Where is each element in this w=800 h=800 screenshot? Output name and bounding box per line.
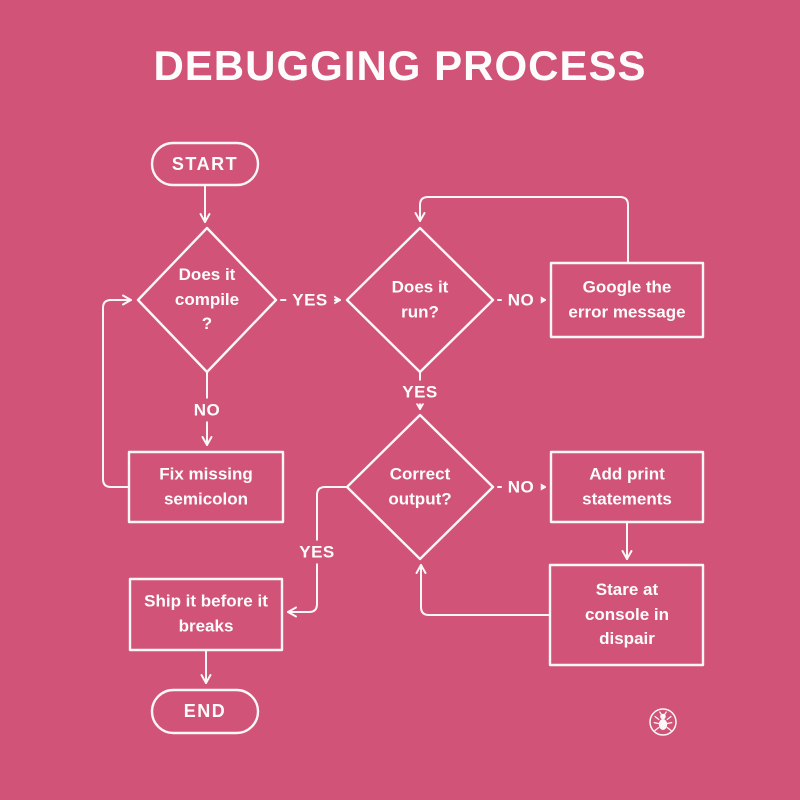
edge-label-compile-yes: YES: [286, 288, 334, 312]
edge-fix-loop-to-compile: [102, 294, 132, 488]
edge-stare-loop-to-correct: [415, 564, 551, 616]
edge-label-correct-no: NO: [501, 475, 541, 499]
node-label-correct: Correct output?: [388, 464, 452, 508]
bug-icon-body: [658, 719, 668, 730]
node-label-google: Google the error message: [568, 277, 686, 321]
page-title: DEBUGGING PROCESS: [153, 42, 647, 89]
bug-icon-legs: [653, 711, 673, 732]
edge-label-run-yes: YES: [396, 380, 444, 404]
node-label-start: START: [171, 153, 239, 174]
edge-google-loop-to-run: [414, 196, 629, 264]
edge-label-correct-yes: YES: [293, 540, 341, 564]
correct-output-decision-shape: [345, 413, 495, 561]
edge-label-run-no: NO: [501, 288, 541, 312]
node-label-run: Does it run?: [391, 277, 449, 321]
end-terminator-shape: [150, 688, 260, 735]
bug-icon-circle: [649, 708, 677, 736]
node-label-fix: Fix missing semicolon: [159, 464, 253, 508]
edge-label-compile-no: NO: [187, 398, 227, 422]
node-label-stare: Stare at console in dispair: [584, 580, 670, 649]
node-label-compile: Does it compile ?: [174, 265, 240, 334]
node-label-end: END: [183, 700, 227, 721]
node-label-ship: Ship it before it breaks: [144, 591, 268, 635]
bug-icon: [649, 708, 677, 736]
node-label-add-print: Add print statements: [582, 464, 672, 508]
